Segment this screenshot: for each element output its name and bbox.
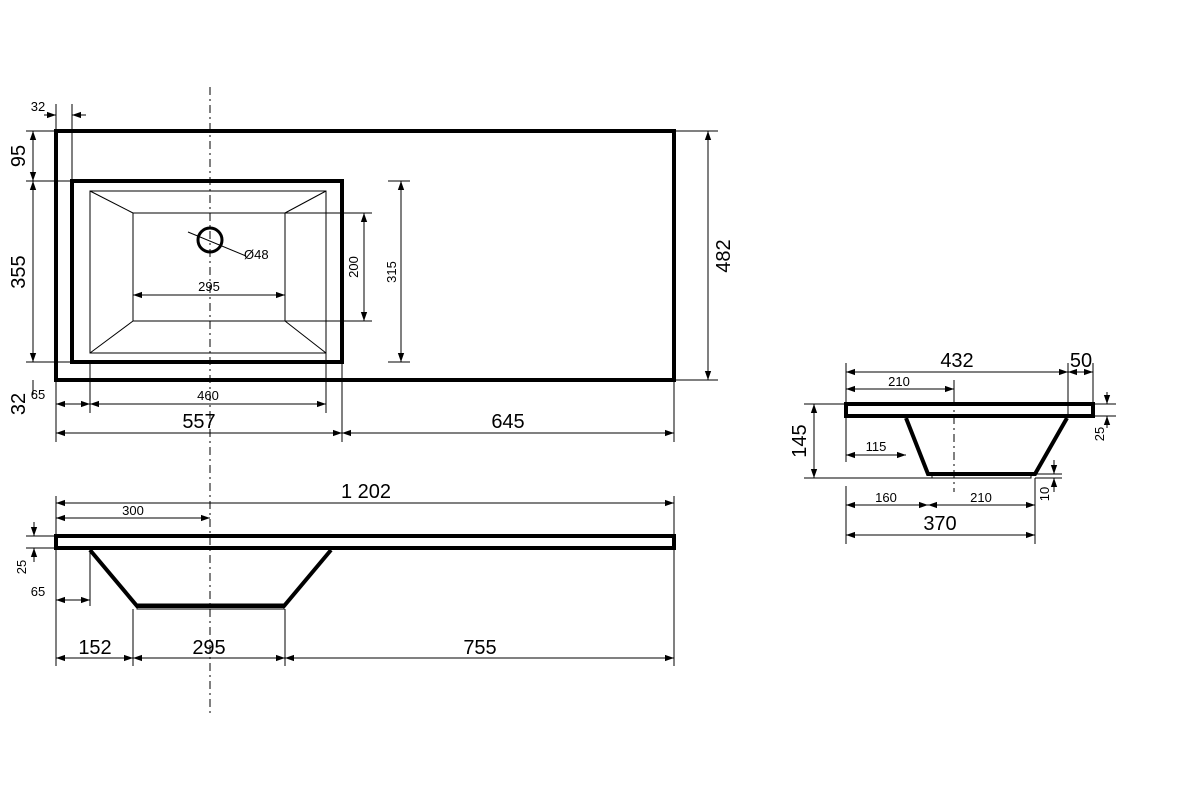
countertop-outline <box>54 129 676 382</box>
dim-bottom-offset: 32 <box>8 393 30 415</box>
side-view: 432 50 210 145 115 25 10 160 210 <box>789 350 1116 544</box>
dim-side-wall: 115 <box>866 439 887 454</box>
dim-side-bowl: 370 <box>923 513 956 535</box>
bowl-slope-lines <box>89 190 327 354</box>
bowl-base <box>136 603 285 610</box>
dim-left-width: 557 <box>182 411 215 433</box>
dim-bottom: 295 <box>192 637 225 659</box>
dim-left: 152 <box>78 637 111 659</box>
dim-wall: 65 <box>31 584 45 599</box>
dim-total-depth: 482 <box>713 239 735 272</box>
drain-leader <box>187 231 247 257</box>
dim-bottom-depth: 200 <box>346 256 361 278</box>
dim-left-offset: 32 <box>31 99 45 114</box>
top-view: 32 95 355 32 65 460 557 645 482 Ø48 <box>8 87 735 715</box>
dim-total-width: 1 202 <box>341 481 391 503</box>
dim-bowl-depth: 315 <box>384 261 399 283</box>
bowl-bottom <box>132 212 286 322</box>
side-bowl-profile <box>904 417 1069 476</box>
dim-side-drain-offset: 210 <box>888 374 910 389</box>
dim-side-thickness: 25 <box>1092 427 1107 441</box>
dim-side-total: 432 <box>940 350 973 372</box>
dim-thickness: 25 <box>14 560 29 574</box>
side-slab <box>844 402 1095 418</box>
bowl-profile <box>88 548 333 608</box>
dim-bowl-inner-width: 460 <box>197 388 219 403</box>
dim-right-width: 645 <box>491 411 524 433</box>
dim-bowl-side: 65 <box>31 387 45 402</box>
dim-side-back: 50 <box>1070 350 1092 372</box>
dim-side-front: 160 <box>875 490 897 505</box>
dim-bowl-height: 355 <box>8 255 30 288</box>
bowl-inner-rim <box>89 190 327 354</box>
dim-side-bottom: 210 <box>970 490 992 505</box>
dim-top-offset: 95 <box>8 145 30 167</box>
dim-drain-offset: 300 <box>122 503 144 518</box>
front-view: 1 202 300 25 65 152 295 755 <box>14 481 676 666</box>
dim-side-depth: 145 <box>789 424 811 457</box>
side-bowl-base <box>931 473 1032 479</box>
dim-bottom-width: 295 <box>198 279 220 294</box>
countertop-slab <box>54 534 676 550</box>
dim-side-base: 10 <box>1037 487 1052 501</box>
dim-right: 755 <box>463 637 496 659</box>
dim-drain: Ø48 <box>244 247 269 262</box>
bowl-outer-rim <box>70 179 344 364</box>
